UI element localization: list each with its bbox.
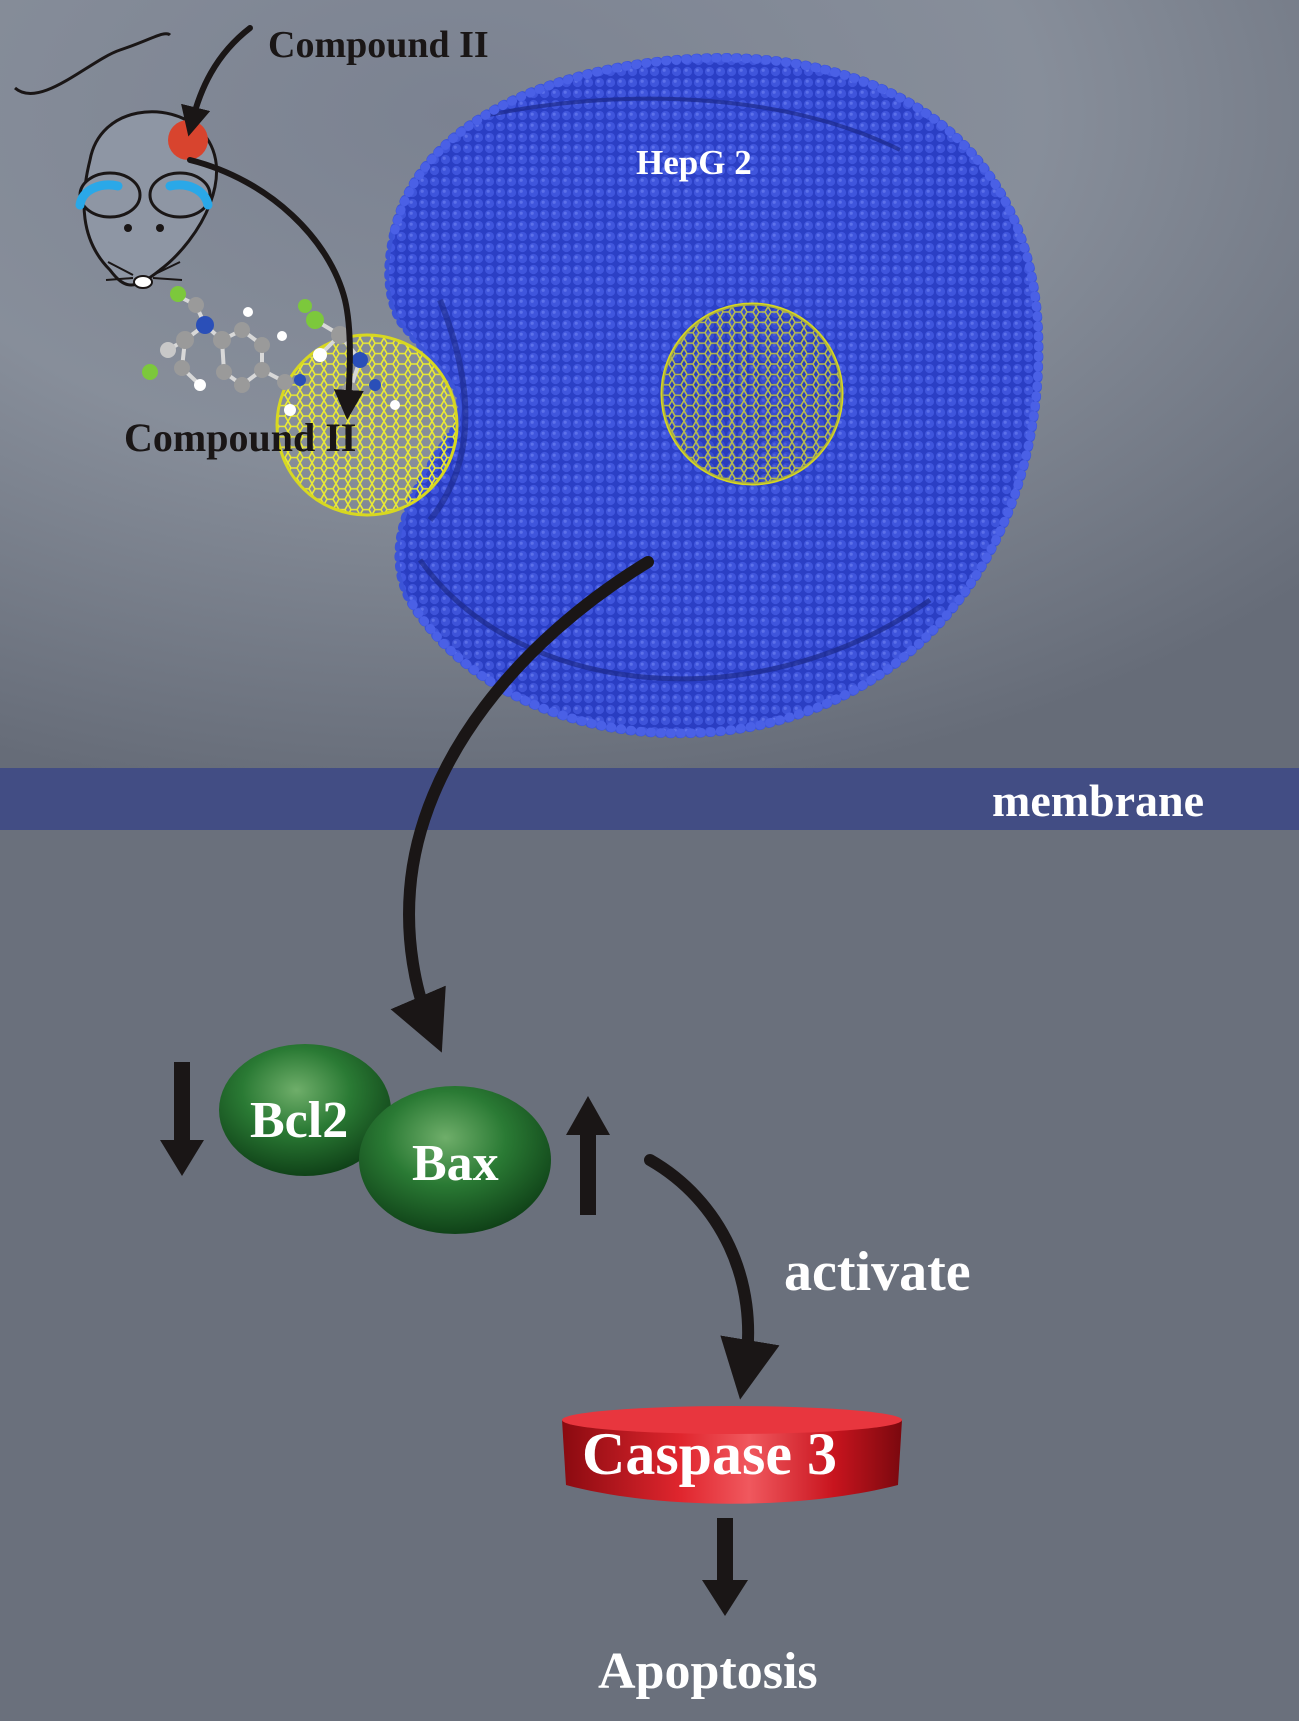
compound-ii-label-middle: Compound II <box>124 415 357 460</box>
bcl2-label: Bcl2 <box>250 1092 349 1149</box>
injection-arrow <box>181 25 253 137</box>
apoptosis-arrow <box>702 1518 748 1616</box>
lower-background <box>0 830 1299 1721</box>
bax-protein <box>359 1086 551 1234</box>
bax-up-arrow <box>566 1096 610 1215</box>
bcl2-protein <box>219 1044 391 1176</box>
mouse-illustration <box>14 32 219 289</box>
internal-fullerene <box>660 302 844 486</box>
bax-label: Bax <box>412 1135 499 1192</box>
apoptosis-label: Apoptosis <box>598 1643 818 1700</box>
signal-arrow <box>390 556 654 1053</box>
compound-ii-label-top: Compound II <box>268 24 489 66</box>
hepg2-label: HepG 2 <box>636 143 752 182</box>
membrane-label: membrane <box>992 775 1205 826</box>
delivery-arrow <box>187 157 364 420</box>
bcl2-down-arrow <box>160 1062 204 1176</box>
activate-label: activate <box>784 1241 971 1303</box>
caspase-3-label: Caspase 3 <box>582 1421 838 1487</box>
caspase-3-disc <box>562 1406 902 1504</box>
membrane-band <box>0 768 1299 830</box>
injection-site <box>168 120 208 160</box>
external-fullerene <box>275 333 459 517</box>
activate-arrow <box>644 1154 780 1400</box>
compound-ii-molecule <box>142 286 400 416</box>
